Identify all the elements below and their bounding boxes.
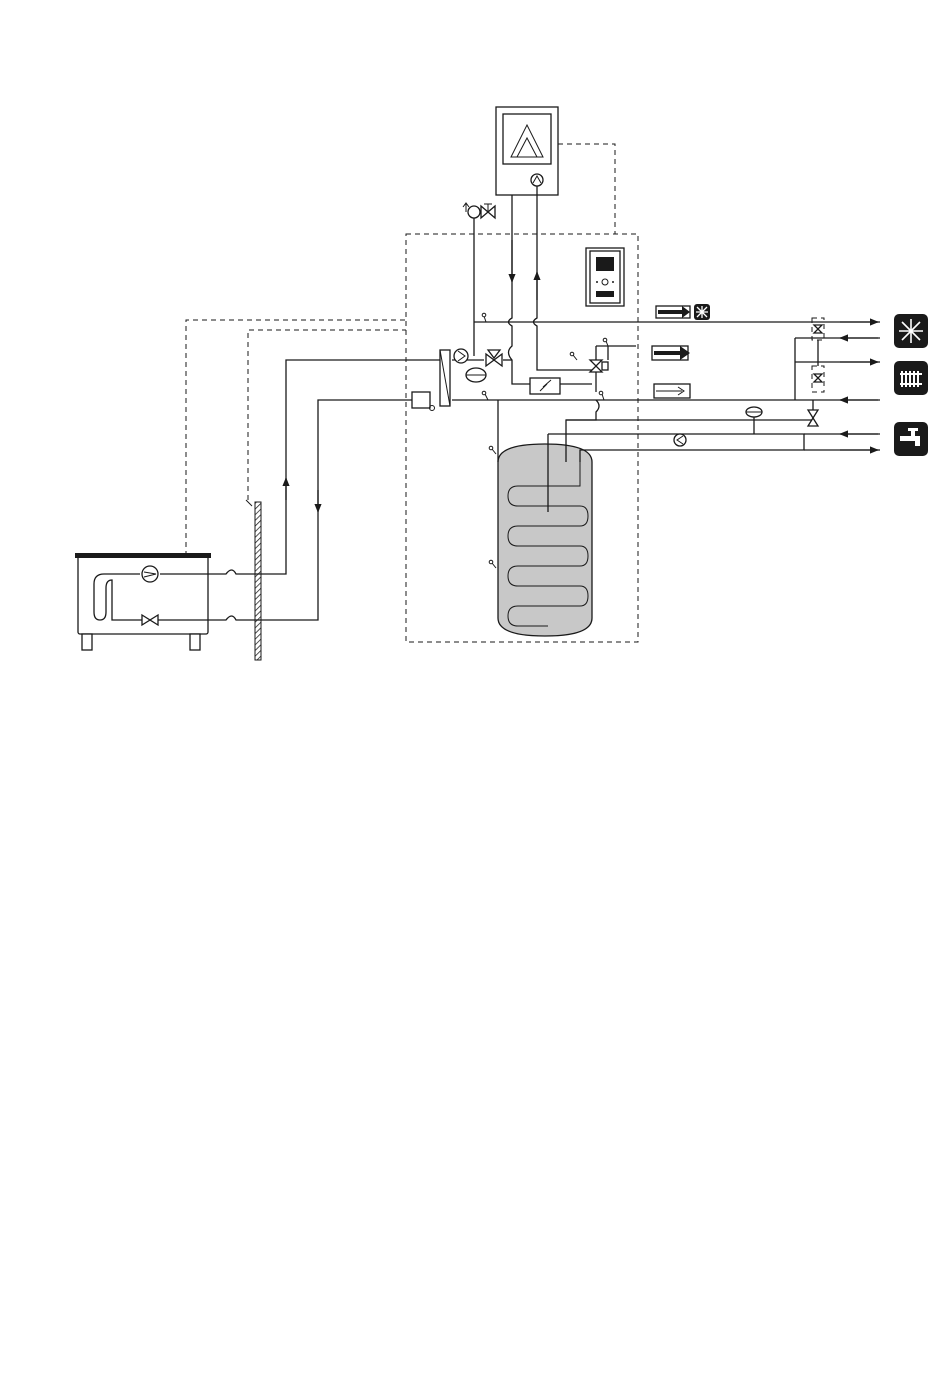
return-mode-arrow-icon xyxy=(654,384,690,398)
outdoor-pipes xyxy=(208,360,440,620)
zone-valves xyxy=(795,318,824,400)
flow-arrows xyxy=(840,322,878,450)
mixing-valve xyxy=(590,346,608,392)
reversing-valve xyxy=(486,350,502,366)
hot-water-circ-pump-icon xyxy=(674,434,686,446)
mode-indicators xyxy=(652,304,710,398)
safety-valve-icon xyxy=(463,203,495,356)
cooling-output xyxy=(894,314,928,348)
heating-output xyxy=(894,361,928,395)
cooling-mode-arrow-icon xyxy=(656,304,710,320)
wall xyxy=(255,502,261,660)
snowflake-icon xyxy=(899,319,923,343)
additional-heat-source xyxy=(496,107,558,195)
heat-exchanger xyxy=(412,350,450,411)
boiler-pump-icon xyxy=(531,174,543,186)
outdoor-pump-icon xyxy=(142,566,158,582)
immersion-heater xyxy=(530,378,592,394)
hot-water-output xyxy=(894,422,928,456)
outdoor-unit xyxy=(75,553,211,650)
circulation-pump xyxy=(454,349,468,363)
check-valve-icon xyxy=(808,410,818,426)
control-panel xyxy=(586,248,624,306)
water-heater-tank xyxy=(498,400,599,636)
heating-mode-arrow-icon xyxy=(652,346,690,360)
